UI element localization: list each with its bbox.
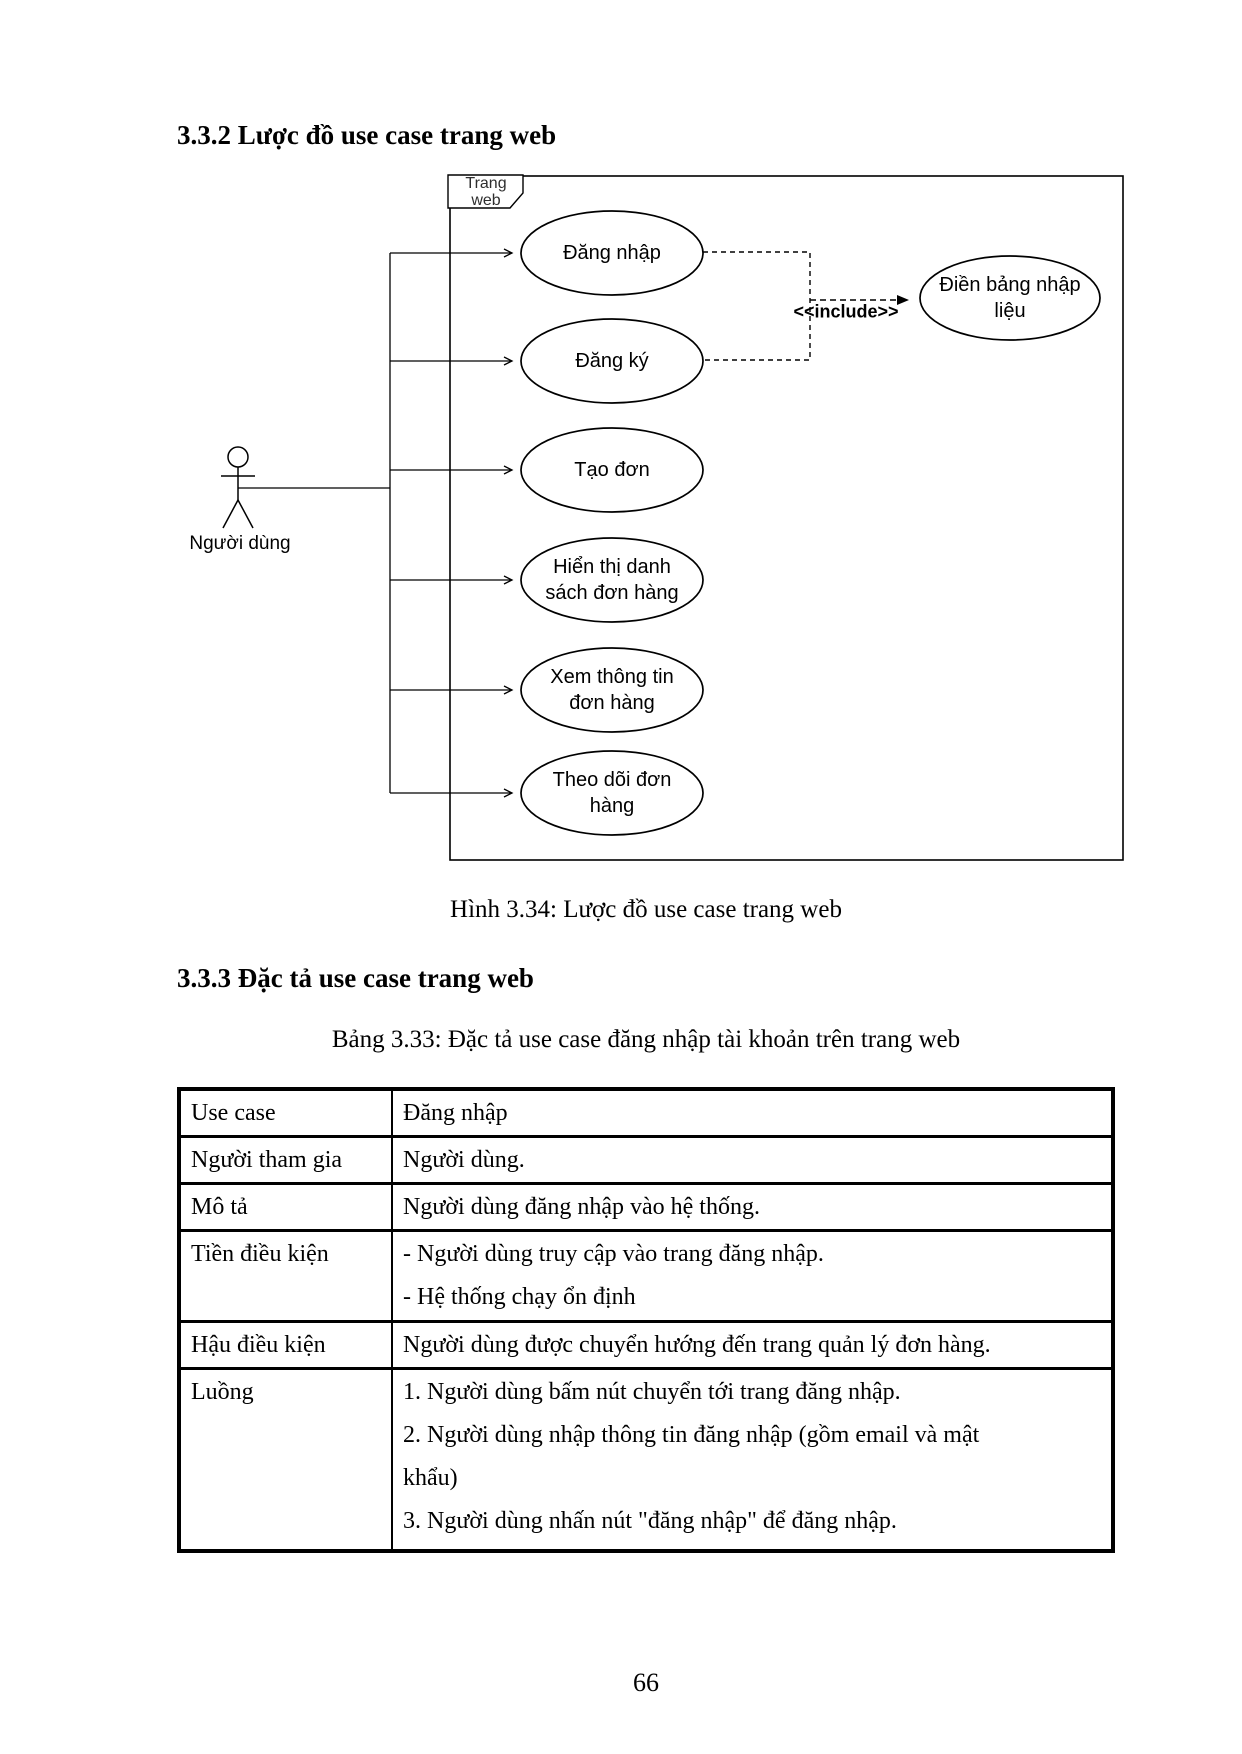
table-cell-key: Mô tả <box>179 1182 393 1231</box>
actor-leg-left <box>222 499 239 529</box>
table-cell-value: Người dùng đăng nhập vào hệ thống. <box>392 1182 1113 1231</box>
actor-head <box>227 446 249 468</box>
usecase-ellipse-order-list <box>520 537 704 623</box>
table-row: Hậu điều kiện Người dùng được chuyển hướ… <box>179 1320 1113 1369</box>
usecase-ellipse-create-order <box>520 427 704 513</box>
table-cell-value: 1. Người dùng bấm nút chuyển tới trang đ… <box>392 1367 1113 1551</box>
usecase-label-create-order: Tạo đơn <box>574 459 650 481</box>
table-cell-value: Người dùng. <box>392 1135 1113 1184</box>
frame-tab-shape <box>447 174 524 209</box>
table-row: Tiền điều kiện - Người dùng truy cập vào… <box>179 1229 1113 1322</box>
usecase-ellipse-track-order <box>520 750 704 836</box>
usecase-label-track-order: Theo dõi đơn hàng <box>552 769 672 817</box>
actor-leg-right <box>237 499 254 529</box>
actor-figure <box>221 446 255 529</box>
frame-tab-label: Trang web <box>465 175 507 209</box>
page-number: 66 <box>633 1668 659 1697</box>
section-heading-3-3-3: 3.3.3 Đặc tả use case trang web <box>177 963 534 993</box>
usecase-ellipse-login <box>520 210 704 296</box>
actor-label: Người dùng <box>189 533 291 554</box>
table-cell-key: Use case <box>179 1089 393 1137</box>
usecase-label-fill-form: Điền bảng nhập liệu <box>939 274 1081 322</box>
usecase-ellipse-order-info <box>520 647 704 733</box>
system-boundary-frame <box>449 175 1124 861</box>
use-case-diagram <box>221 174 1124 861</box>
usecase-ellipse-fill-form <box>919 255 1101 341</box>
table-cell-key: Luồng <box>179 1367 393 1551</box>
table-row: Use case Đăng nhập <box>179 1089 1113 1137</box>
table-cell-value: - Người dùng truy cập vào trang đăng nhậ… <box>392 1229 1113 1322</box>
section-heading-3-3-2: 3.3.2 Lược đồ use case trang web <box>177 120 557 150</box>
table-cell-key: Người tham gia <box>179 1135 393 1184</box>
usecase-spec-table: Use case Đăng nhập Người tham gia Người … <box>177 1087 1115 1553</box>
usecase-label-register: Đăng ký <box>575 350 649 372</box>
table-row: Luồng 1. Người dùng bấm nút chuyển tới t… <box>179 1367 1113 1551</box>
table-row: Người tham gia Người dùng. <box>179 1135 1113 1184</box>
table-caption: Bảng 3.33: Đặc tả use case đăng nhập tài… <box>331 1026 961 1053</box>
table-row: Mô tả Người dùng đăng nhập vào hệ thống. <box>179 1182 1113 1231</box>
figure-caption: Hình 3.34: Lược đồ use case trang web <box>450 896 842 923</box>
table-cell-value: Người dùng được chuyển hướng đến trang q… <box>392 1320 1113 1369</box>
usecase-label-order-list: Hiển thị danh sách đơn hàng <box>545 556 679 604</box>
include-stereotype-label: <<include>> <box>793 301 899 322</box>
usecase-label-login: Đăng nhập <box>563 242 661 264</box>
table-cell-key: Hậu điều kiện <box>179 1320 393 1369</box>
table-cell-value: Đăng nhập <box>403 1100 508 1126</box>
usecase-label-order-info: Xem thông tin đơn hàng <box>550 666 674 714</box>
usecase-ellipse-register <box>520 318 704 404</box>
table-cell-key: Tiền điều kiện <box>179 1229 393 1322</box>
